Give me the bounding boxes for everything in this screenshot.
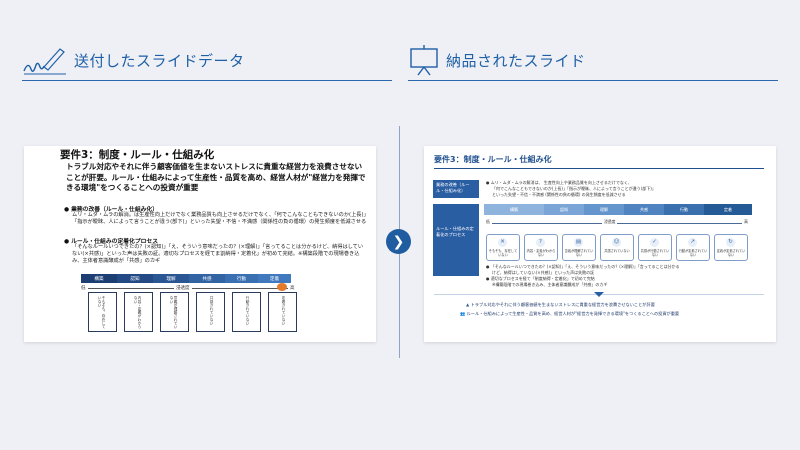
stage-box: 共感されていない bbox=[196, 292, 225, 332]
stage-card: ?内容・定義がわからない bbox=[524, 234, 558, 261]
right-header-label: 納品されたスライド bbox=[446, 51, 586, 70]
right-slide-title-rule bbox=[434, 168, 764, 169]
left-slide-flow: 構築 認知 理解 共感 行動 定着 bbox=[81, 274, 291, 283]
right-header-rule bbox=[408, 80, 778, 81]
flow-step: 理解 bbox=[584, 204, 624, 215]
right-header: 納品されたスライド bbox=[408, 40, 586, 80]
left-header-label: 送付したスライドデータ bbox=[74, 51, 245, 70]
right-slide-text2-line3: ● 適切なプロセスを経て「制度納得・定着化」で初めて完結 bbox=[486, 276, 595, 281]
stage-card: ✕そもそも、存在していない bbox=[486, 234, 520, 261]
left-slide-section2-body: 「そんなルールいつできたの？(×認知)」「え、そういう意味だったの？(×理解)」… bbox=[72, 244, 364, 265]
flow-step: 定着 bbox=[704, 204, 752, 215]
left-slide-preview: 要件3：制度・ルール・仕組み化 トラブル対応やそれに伴う顧客価値を生まないストレ… bbox=[24, 146, 376, 342]
flow-step: 共感 bbox=[624, 204, 664, 215]
flow-step: 構築 bbox=[81, 274, 117, 283]
right-slide-label-process: ルール・仕組みの定着化のプロセス bbox=[433, 204, 479, 276]
right-slide-preview: 要件3：制度・ルール・仕組み化 業務の改善（ルール・仕組み化） ● ムリ・ムダ・… bbox=[424, 146, 776, 342]
left-slide-section2-title: ● ルール・仕組みの定着化プロセス bbox=[64, 239, 159, 245]
check-icon: ✓ bbox=[650, 238, 659, 247]
scale-mid: 浸透度 bbox=[174, 285, 192, 291]
range-high: 高 bbox=[744, 219, 748, 224]
flow-step: 行動 bbox=[664, 204, 704, 215]
pen-signature-icon bbox=[23, 48, 66, 75]
stage-box: そもそも、存在していない bbox=[88, 292, 117, 332]
stage-card: ☺共感されていない bbox=[600, 234, 634, 261]
range-mid: 浸透度 bbox=[602, 219, 618, 225]
left-slide-lead: トラブル対応やそれに伴う顧客価値を生まないストレスに貴重な経営力を浪費させないこ… bbox=[66, 162, 366, 192]
question-icon: ? bbox=[536, 238, 545, 247]
right-slide-text2-line1: ● 「そんなルールいつできたの？(×認知)」「え、そういう意味だったの？(×理解… bbox=[486, 264, 680, 269]
stage-card: ▤意義が理解されていない bbox=[562, 234, 596, 261]
right-slide-text1-line2: 「何でこんなこともできないのか(上長)」「指示が曖昧、人によって言うことが違う(… bbox=[492, 186, 656, 191]
right-slide-flow: 構築 認知 理解 共感 行動 定着 bbox=[484, 204, 752, 215]
book-icon: ▤ bbox=[574, 238, 583, 247]
flow-step: 認知 bbox=[544, 204, 584, 215]
flow-step: 構築 bbox=[484, 204, 544, 215]
presentation-board-icon bbox=[410, 45, 438, 76]
warning-icon: ▲ bbox=[466, 302, 470, 307]
left-slide-section1-title: ● 業務の改善（ルール・仕組み化） bbox=[64, 207, 159, 213]
left-header: 送付したスライドデータ bbox=[22, 40, 245, 80]
right-slide-text1-line3: といった失望・不信・不満感 (関係性の負の循環) の発生頻度を低減させる bbox=[492, 192, 626, 197]
right-slide-foot2: 👥 ルール・仕組みによって生産性・品質を高め、経営人材が"経営力を発揮できる環境… bbox=[460, 311, 680, 316]
flow-step: 理解 bbox=[153, 274, 189, 283]
left-slide-title: 要件3：制度・ルール・仕組み化 bbox=[60, 149, 215, 161]
people-icon: ☺ bbox=[612, 238, 621, 247]
stage-card: ↗行動が定着されていない bbox=[676, 234, 710, 261]
right-slide-label-improvement: 業務の改善（ルール・仕組み化） bbox=[433, 180, 479, 198]
left-header-rule bbox=[22, 80, 392, 81]
next-button[interactable]: ❯ bbox=[386, 229, 411, 254]
ban-icon: ✕ bbox=[498, 238, 507, 247]
scale-high: 高 bbox=[290, 286, 295, 291]
stage-box: 行動されていない bbox=[232, 292, 261, 332]
scale-low: 低 bbox=[81, 286, 86, 291]
right-slide-foot1: ▲ トラブル対応やそれに伴う顧客価値を生まないストレスに貴重な経営力を浪費させな… bbox=[466, 302, 655, 307]
stage-box: 意義が理解されていない bbox=[160, 292, 189, 332]
cycle-icon: ↻ bbox=[726, 238, 735, 247]
chevron-right-icon: ❯ bbox=[392, 233, 405, 250]
stage-box: 定着されていない bbox=[268, 292, 297, 332]
right-slide-range: 低 浸透度 高 bbox=[486, 219, 748, 226]
stage-card: ✓共感が行動されていない bbox=[638, 234, 672, 261]
right-slide-title: 要件3：制度・ルール・仕組み化 bbox=[434, 155, 552, 164]
flow-step: 定着 bbox=[258, 274, 291, 283]
flow-step: 行動 bbox=[225, 274, 258, 283]
stage-card: ↻定着が定着されていない bbox=[714, 234, 748, 261]
range-low: 低 bbox=[486, 219, 490, 224]
people-group-icon: 👥 bbox=[460, 311, 466, 316]
flow-step: 認知 bbox=[117, 274, 153, 283]
right-slide-text1-line1: ● ムリ・ムダ・ムラの解消は、 生産性向上や業務品質を向上させるだけでなく、 bbox=[486, 180, 632, 185]
scale-marker bbox=[277, 283, 287, 291]
right-slide-text2-line2: けど、納得はしていない(×共感)」といった声は失敗の証 bbox=[492, 270, 595, 275]
flow-step: 共感 bbox=[189, 274, 225, 283]
stage-box: 内容・定義がわからない bbox=[124, 292, 153, 332]
left-slide-section1-body: ムリ・ムダ・ムラの解消。は生産性向上だけでなく業務品質も向上させるだけでなく、「… bbox=[72, 212, 367, 226]
down-arrow-icon bbox=[594, 292, 604, 297]
right-slide-text2-line4: ※構築段階での現場巻き込み、主体者意識醸成が「共感」のカギ bbox=[492, 282, 608, 287]
run-icon: ↗ bbox=[688, 238, 697, 247]
